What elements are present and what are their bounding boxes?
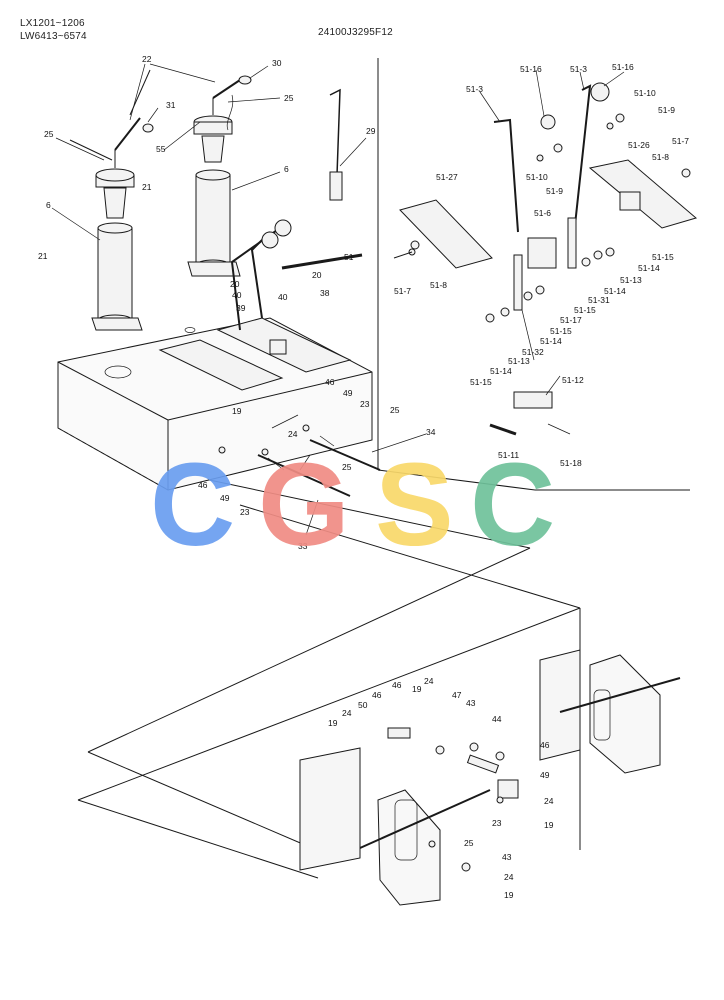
label-30: 30 <box>272 58 282 68</box>
label-49-a: 49 <box>343 388 353 398</box>
label-31: 31 <box>166 100 176 110</box>
label-46-b: 46 <box>198 480 208 490</box>
label-51-7-b: 51-7 <box>394 286 411 296</box>
label-51-7-a: 51-7 <box>672 136 689 146</box>
label-b-24-b: 24 <box>342 708 352 718</box>
label-25-b: 25 <box>44 129 54 139</box>
watermark-letter-1: C <box>150 439 235 571</box>
label-22: 22 <box>142 54 152 64</box>
label-b-19-b: 19 <box>328 718 338 728</box>
label-b-47: 47 <box>452 690 462 700</box>
label-38: 38 <box>320 288 330 298</box>
pedal-detail <box>393 82 698 436</box>
drawing-code: 24100J3295F12 <box>318 27 393 38</box>
label-34: 34 <box>426 427 436 437</box>
label-23-a: 23 <box>360 399 370 409</box>
label-51-6: 51-6 <box>534 208 551 218</box>
leader-lines <box>51 63 625 536</box>
label-25-d: 25 <box>342 462 352 472</box>
label-b-44: 44 <box>492 714 502 724</box>
left-control-lever <box>69 69 154 331</box>
label-40-b: 40 <box>232 290 242 300</box>
travel-pedal-assembly <box>158 88 363 391</box>
label-b-24-a: 24 <box>424 676 434 686</box>
label-b-49: 49 <box>540 770 550 780</box>
label-51-14-a: 51-14 <box>638 263 660 273</box>
label-51-9-a: 51-9 <box>658 105 675 115</box>
label-40-a: 40 <box>278 292 288 302</box>
label-51-8-a: 51-8 <box>652 152 669 162</box>
label-51-27: 51-27 <box>436 172 458 182</box>
label-21-a: 21 <box>142 182 152 192</box>
control-cables <box>218 424 381 497</box>
label-51-13-b: 51-13 <box>508 356 530 366</box>
label-51: 51 <box>344 252 354 262</box>
label-51-16-b: 51-16 <box>612 62 634 72</box>
label-29: 29 <box>366 126 376 136</box>
label-51-31: 51-31 <box>588 295 610 305</box>
label-20-a: 20 <box>312 270 322 280</box>
label-b-19-c: 19 <box>544 820 554 830</box>
label-51-14-d: 51-14 <box>490 366 512 376</box>
label-21-b: 21 <box>38 251 48 261</box>
label-25-c: 25 <box>390 405 400 415</box>
watermark-letter-4: C <box>470 439 555 571</box>
frame-lines <box>77 58 690 879</box>
label-24-a: 24 <box>288 429 298 439</box>
label-b-46-b: 46 <box>372 690 382 700</box>
callout-labels: 22 30 31 25 25 55 21 6 6 29 21 51 20 20 … <box>38 54 689 900</box>
label-b-43-b: 43 <box>502 852 512 862</box>
label-b-50: 50 <box>358 700 368 710</box>
label-51-3-a: 51-3 <box>466 84 483 94</box>
label-39: 39 <box>236 303 246 313</box>
label-6-b: 6 <box>284 164 289 174</box>
label-b-19-d: 19 <box>504 890 514 900</box>
label-51-10-a: 51-10 <box>634 88 656 98</box>
label-51-14-c: 51-14 <box>540 336 562 346</box>
label-25-a: 25 <box>284 93 294 103</box>
label-51-15-c: 51-15 <box>550 326 572 336</box>
label-51-18: 51-18 <box>560 458 582 468</box>
label-51-14-b: 51-14 <box>604 286 626 296</box>
label-51-11: 51-11 <box>498 450 519 460</box>
label-23-b: 23 <box>240 507 250 517</box>
label-51-32: 51-32 <box>522 347 544 357</box>
label-51-16-a: 51-16 <box>520 64 542 74</box>
label-b-24-c: 24 <box>544 796 554 806</box>
label-51-15-d: 51-15 <box>470 377 492 387</box>
label-51-17: 51-17 <box>560 315 582 325</box>
label-51-3-b: 51-3 <box>570 64 587 74</box>
watermark-letter-3: S <box>375 439 454 571</box>
valve-bracket-assembly <box>299 649 681 906</box>
label-55: 55 <box>156 144 166 154</box>
label-51-12: 51-12 <box>562 375 584 385</box>
label-51-15-b: 51-15 <box>574 305 596 315</box>
cgsc-watermark: C G S C <box>150 439 555 571</box>
label-b-25: 25 <box>464 838 474 848</box>
label-6-a: 6 <box>46 200 51 210</box>
label-b-23: 23 <box>492 818 502 828</box>
label-49-b: 49 <box>220 493 230 503</box>
label-51-8-b: 51-8 <box>430 280 447 290</box>
label-33: 33 <box>298 541 308 551</box>
label-19-a: 19 <box>232 406 242 416</box>
model-range-2: LW6413~6574 <box>20 31 87 42</box>
label-51-26: 51-26 <box>628 140 650 150</box>
label-51-15-a: 51-15 <box>652 252 674 262</box>
watermark-letter-2: G <box>258 439 350 571</box>
label-46-a: 46 <box>325 377 335 387</box>
right-control-lever <box>187 75 252 277</box>
label-b-43-a: 43 <box>466 698 476 708</box>
label-51-13-a: 51-13 <box>620 275 642 285</box>
label-51-10-b: 51-10 <box>526 172 548 182</box>
label-b-46-a: 46 <box>392 680 402 690</box>
model-range-1: LX1201~1206 <box>20 18 85 29</box>
label-b-46-c: 46 <box>540 740 550 750</box>
label-b-19-a: 19 <box>412 684 422 694</box>
label-20-b: 20 <box>230 279 240 289</box>
label-b-24-d: 24 <box>504 872 514 882</box>
label-51-9-b: 51-9 <box>546 186 563 196</box>
